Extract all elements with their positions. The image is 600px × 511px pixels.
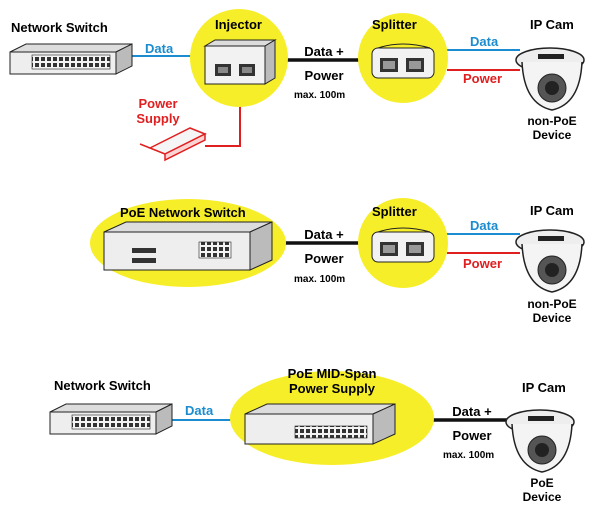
- row3-ip-camera-icon: [505, 409, 575, 473]
- row3-link-label-line2: Power: [452, 428, 492, 443]
- row2-splitter-label: Splitter: [372, 204, 417, 219]
- injector-label: Injector: [215, 17, 262, 32]
- row2-cam-power-label: Power: [463, 256, 503, 271]
- row1-switch-label: Network Switch: [11, 20, 108, 35]
- poe-switch-label: PoE Network Switch: [120, 205, 246, 220]
- row2-splitter-icon: [371, 227, 435, 263]
- row1-link-label-line2: Power: [304, 68, 344, 83]
- row1-splitter-label: Splitter: [372, 17, 417, 32]
- row2-cam-type: non-PoE Device: [518, 297, 586, 325]
- row2-cam-data-label: Data: [470, 218, 499, 233]
- power-supply-label-line1: Power: [138, 96, 178, 111]
- row2-cam-type-line2: Device: [532, 311, 572, 325]
- midspan-label-line1: PoE MID-Span: [287, 366, 377, 381]
- row3-cam-type-line2: Device: [522, 490, 562, 504]
- row2-cam-type-line1: non-PoE: [527, 297, 577, 311]
- row1-cam-title: IP Cam: [530, 17, 574, 32]
- midspan-label: PoE MID-Span Power Supply: [270, 366, 394, 396]
- row3-cam-type: PoE Device: [508, 476, 576, 504]
- row3-data-label: Data: [185, 403, 214, 418]
- row3-cam-title: IP Cam: [522, 380, 566, 395]
- poe-network-switch-icon: [103, 221, 273, 271]
- row1-cam-power-label: Power: [463, 71, 503, 86]
- row1-link-label: Data + Power: [292, 40, 356, 88]
- row2-link-label: Data + Power: [292, 223, 356, 271]
- injector-device-icon: [203, 39, 277, 85]
- row3-link-label: Data + Power: [440, 400, 504, 448]
- row1-cam-type-line1: non-PoE: [527, 114, 577, 128]
- row1-ip-camera-icon: [515, 47, 585, 111]
- row2-link-label-line2: Power: [304, 251, 344, 266]
- row1-cam-data-label: Data: [470, 34, 499, 49]
- row1-distance-label: max. 100m: [294, 90, 346, 101]
- row2-ip-camera-icon: [515, 229, 585, 293]
- midspan-power-supply-icon: [244, 403, 396, 445]
- row3-distance-label: max. 100m: [443, 450, 495, 461]
- row1-data-label: Data: [145, 41, 174, 56]
- row1-connection-lines: [125, 49, 520, 147]
- row1-splitter-icon: [371, 43, 435, 79]
- row3-cam-type-line1: PoE: [530, 476, 554, 490]
- row1-link-label-line1: Data +: [304, 44, 344, 59]
- row1-cam-type-line2: Device: [532, 128, 572, 142]
- row1-power-supply-line: [205, 100, 241, 147]
- row2-connection-lines: [283, 233, 520, 254]
- row1-network-switch-icon: [9, 43, 133, 75]
- row3-network-switch-icon: [49, 403, 173, 435]
- power-supply-icon: [139, 127, 207, 162]
- power-supply-label-line2: Supply: [136, 111, 180, 126]
- midspan-label-line2: Power Supply: [289, 381, 375, 396]
- power-supply-label: Power Supply: [130, 96, 186, 126]
- row3-link-label-line1: Data +: [452, 404, 492, 419]
- row2-link-label-line1: Data +: [304, 227, 344, 242]
- row2-cam-title: IP Cam: [530, 203, 574, 218]
- row1-cam-type: non-PoE Device: [518, 114, 586, 142]
- row3-switch-label: Network Switch: [54, 378, 151, 393]
- row2-distance-label: max. 100m: [294, 274, 346, 285]
